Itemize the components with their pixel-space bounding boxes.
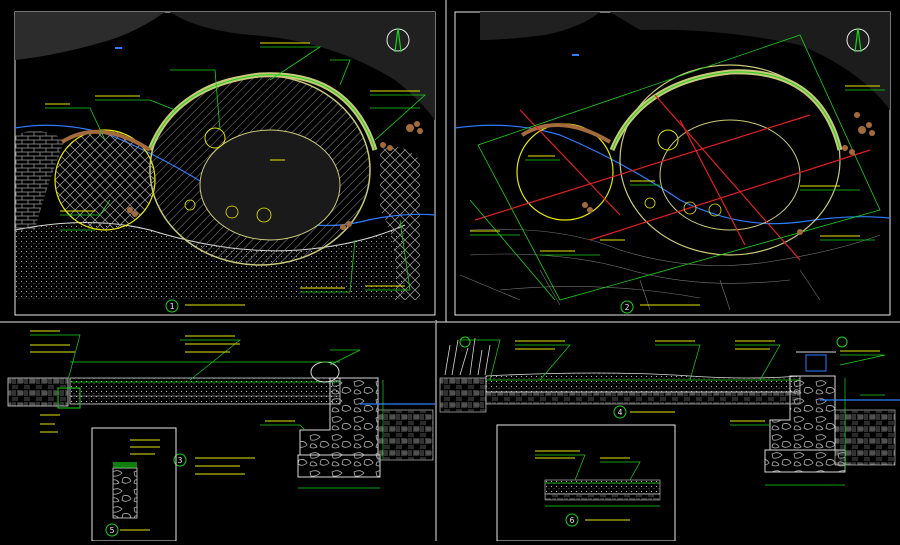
- section-drawing-4: 4 6: [436, 321, 900, 542]
- north-arrow-icon: [386, 27, 410, 53]
- section-drawing-3: 3 5: [0, 321, 435, 542]
- north-arrow-icon: [846, 27, 870, 53]
- drawing-number-5: 5: [110, 526, 115, 535]
- drawing-number-3: 3: [178, 456, 183, 465]
- drawing-number-4: 4: [618, 408, 623, 417]
- drawing-number-1: 1: [170, 302, 175, 311]
- drawing-number-6: 6: [570, 516, 575, 525]
- plan-drawing-1: 1: [14, 11, 436, 316]
- plan-drawing-2: 2: [454, 11, 891, 316]
- drawing-number-2: 2: [625, 303, 630, 312]
